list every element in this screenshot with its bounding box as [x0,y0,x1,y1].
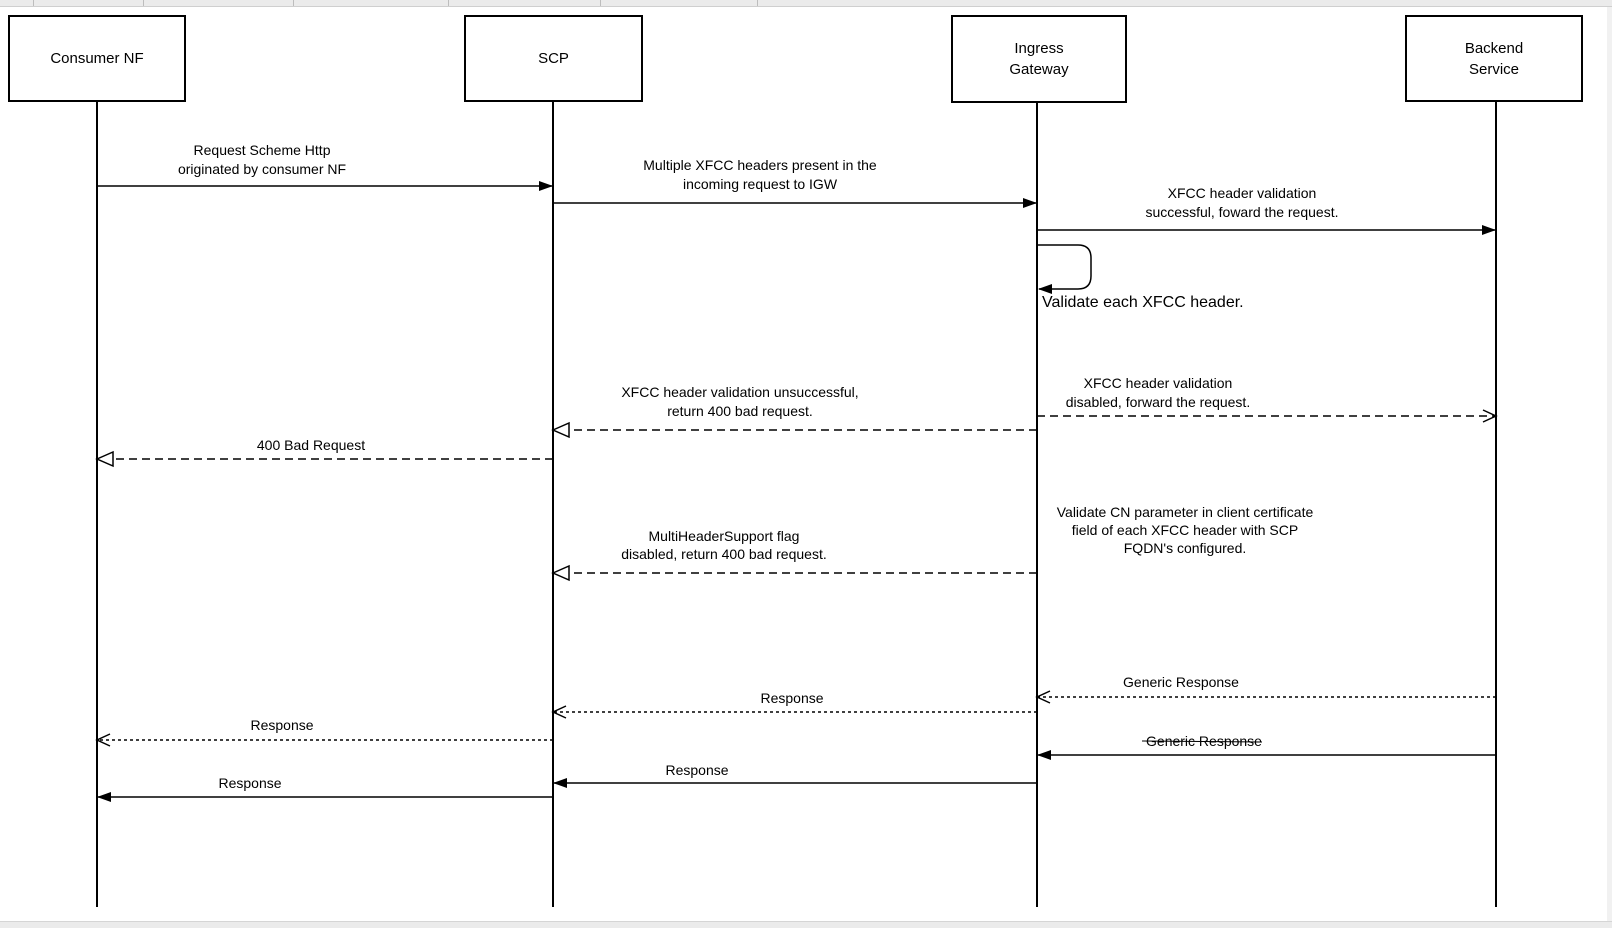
message-label: Generic Response [1123,674,1239,690]
message-response-solid-igw-scp[interactable]: Response [553,762,1037,788]
message-generic-response-dashed[interactable]: Generic Response [1035,674,1496,704]
message-label: XFCC header validation [1168,185,1317,201]
toolbar-divider [448,0,449,6]
toolbar-divider [293,0,294,6]
toolbar-divider [143,0,144,6]
message-xfcc-validation-disabled[interactable]: XFCC header validation disabled, forward … [1037,375,1498,423]
arrowhead-open-triangle [551,564,570,582]
validate-cn-parameter-note[interactable]: Validate CN parameter in client certific… [1057,504,1314,556]
arrowhead-open-triangle [95,450,114,468]
toolbar-divider [757,0,758,6]
message-xfcc-validation-unsuccessful[interactable]: XFCC header validation unsuccessful, retu… [551,384,1037,439]
message-multiheadersupport-flag[interactable]: MultiHeaderSupport flag disabled, return … [551,528,1037,582]
note-label: FQDN's configured. [1124,540,1247,556]
actor-box-consumer-nf[interactable]: Consumer NF [8,15,186,102]
arrowhead-chevron [551,705,567,719]
vertical-scrollbar[interactable] [1607,6,1612,921]
self-loop-label: Validate each XFCC header. [1042,294,1244,311]
message-label: Response [218,775,281,791]
toolbar-divider [33,0,34,6]
message-label: Multiple XFCC headers present in the [643,157,877,173]
message-label: incoming request to IGW [683,176,838,192]
arrowhead-open-triangle [551,421,570,439]
message-label: return 400 bad request. [667,403,813,419]
message-label: XFCC header validation unsuccessful, [621,384,858,400]
arrowhead-chevron [95,733,111,747]
message-label: Response [760,690,823,706]
self-loop-path [1037,244,1092,290]
message-label: MultiHeaderSupport flag [649,528,800,544]
self-loop-validate-each-xfcc-header[interactable]: Validate each XFCC header. [1037,244,1244,311]
actor-label-scp: SCP [538,50,569,67]
actor-label-consumer-nf: Consumer NF [50,50,144,67]
message-response-dashed-igw-scp[interactable]: Response [551,690,1037,719]
horizontal-scrollbar[interactable] [0,921,1612,928]
message-label: XFCC header validation [1084,375,1233,391]
message-response-dashed-scp-consumer[interactable]: Response [95,717,553,747]
top-toolbar-sliver [0,0,1612,7]
actor-box-backend-service[interactable]: Backend Service [1405,15,1583,102]
message-label: successful, foward the request. [1146,204,1339,220]
message-xfcc-validation-successful[interactable]: XFCC header validation successful, foward… [1037,185,1496,235]
message-label: Request Scheme Http [194,142,331,158]
message-label: Response [250,717,313,733]
arrowhead-filled [1038,284,1052,294]
message-label: disabled, forward the request. [1066,394,1250,410]
message-label: Response [665,762,728,778]
message-label: disabled, return 400 bad request. [621,546,826,562]
toolbar-divider [600,0,601,6]
actor-box-ingress-gateway[interactable]: Ingress Gateway [951,15,1127,103]
actor-box-scp[interactable]: SCP [464,15,643,102]
note-label: Validate CN parameter in client certific… [1057,504,1314,520]
actor-label-ingress-gateway: Ingress Gateway [1009,40,1069,78]
message-multiple-xfcc-headers[interactable]: Multiple XFCC headers present in the inco… [553,157,1037,208]
actor-label-backend-service: Backend Service [1464,39,1524,78]
label-strikethrough [1141,740,1263,743]
message-label: 400 Bad Request [257,437,365,453]
note-label: field of each XFCC header with SCP [1072,522,1298,538]
message-generic-response-solid[interactable]: Generic Response [1037,733,1496,760]
message-400-bad-request[interactable]: 400 Bad Request [95,437,553,468]
message-request-scheme-http[interactable]: Request Scheme Http originated by consume… [97,142,553,191]
message-label: originated by consumer NF [178,161,346,177]
message-response-solid-scp-consumer[interactable]: Response [97,775,553,802]
message-label: Generic Response [1146,733,1262,749]
